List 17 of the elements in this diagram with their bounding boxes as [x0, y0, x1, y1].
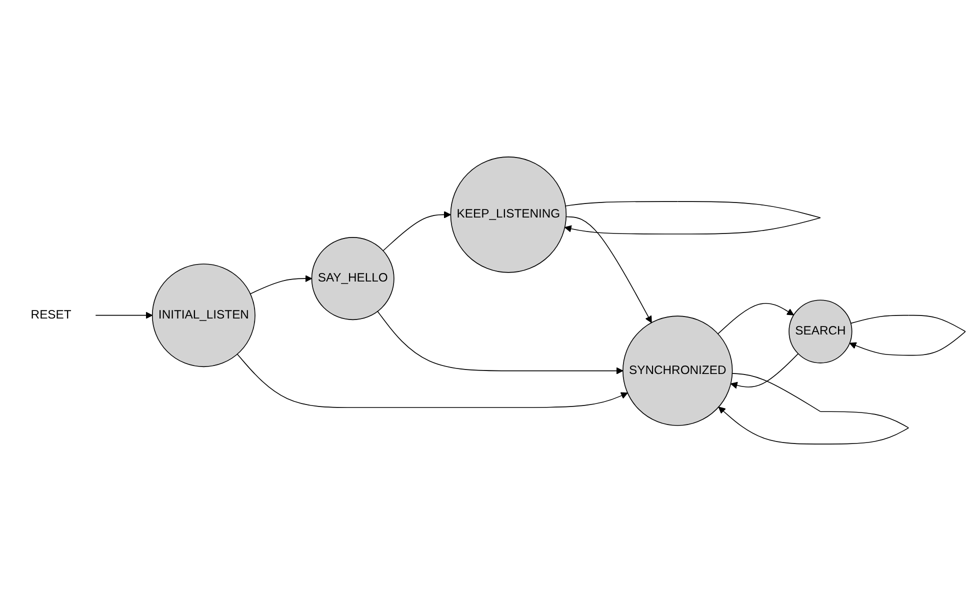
node-text: RESET: [30, 308, 72, 322]
arrow: [95, 312, 153, 319]
node-circle: [622, 316, 733, 426]
node-circle: [450, 156, 567, 273]
node-circle: [788, 300, 852, 364]
arrow: [718, 303, 794, 334]
node-circle: [311, 237, 394, 320]
arrow: [564, 201, 821, 234]
arrow: [382, 211, 451, 252]
arrow: [849, 314, 966, 356]
node-circle: [152, 264, 256, 368]
arrow: [730, 353, 799, 389]
arrow: [250, 275, 312, 294]
arrow: [718, 373, 909, 444]
arrow: [566, 216, 652, 324]
arrow: [236, 354, 628, 408]
arrow: [377, 311, 624, 374]
